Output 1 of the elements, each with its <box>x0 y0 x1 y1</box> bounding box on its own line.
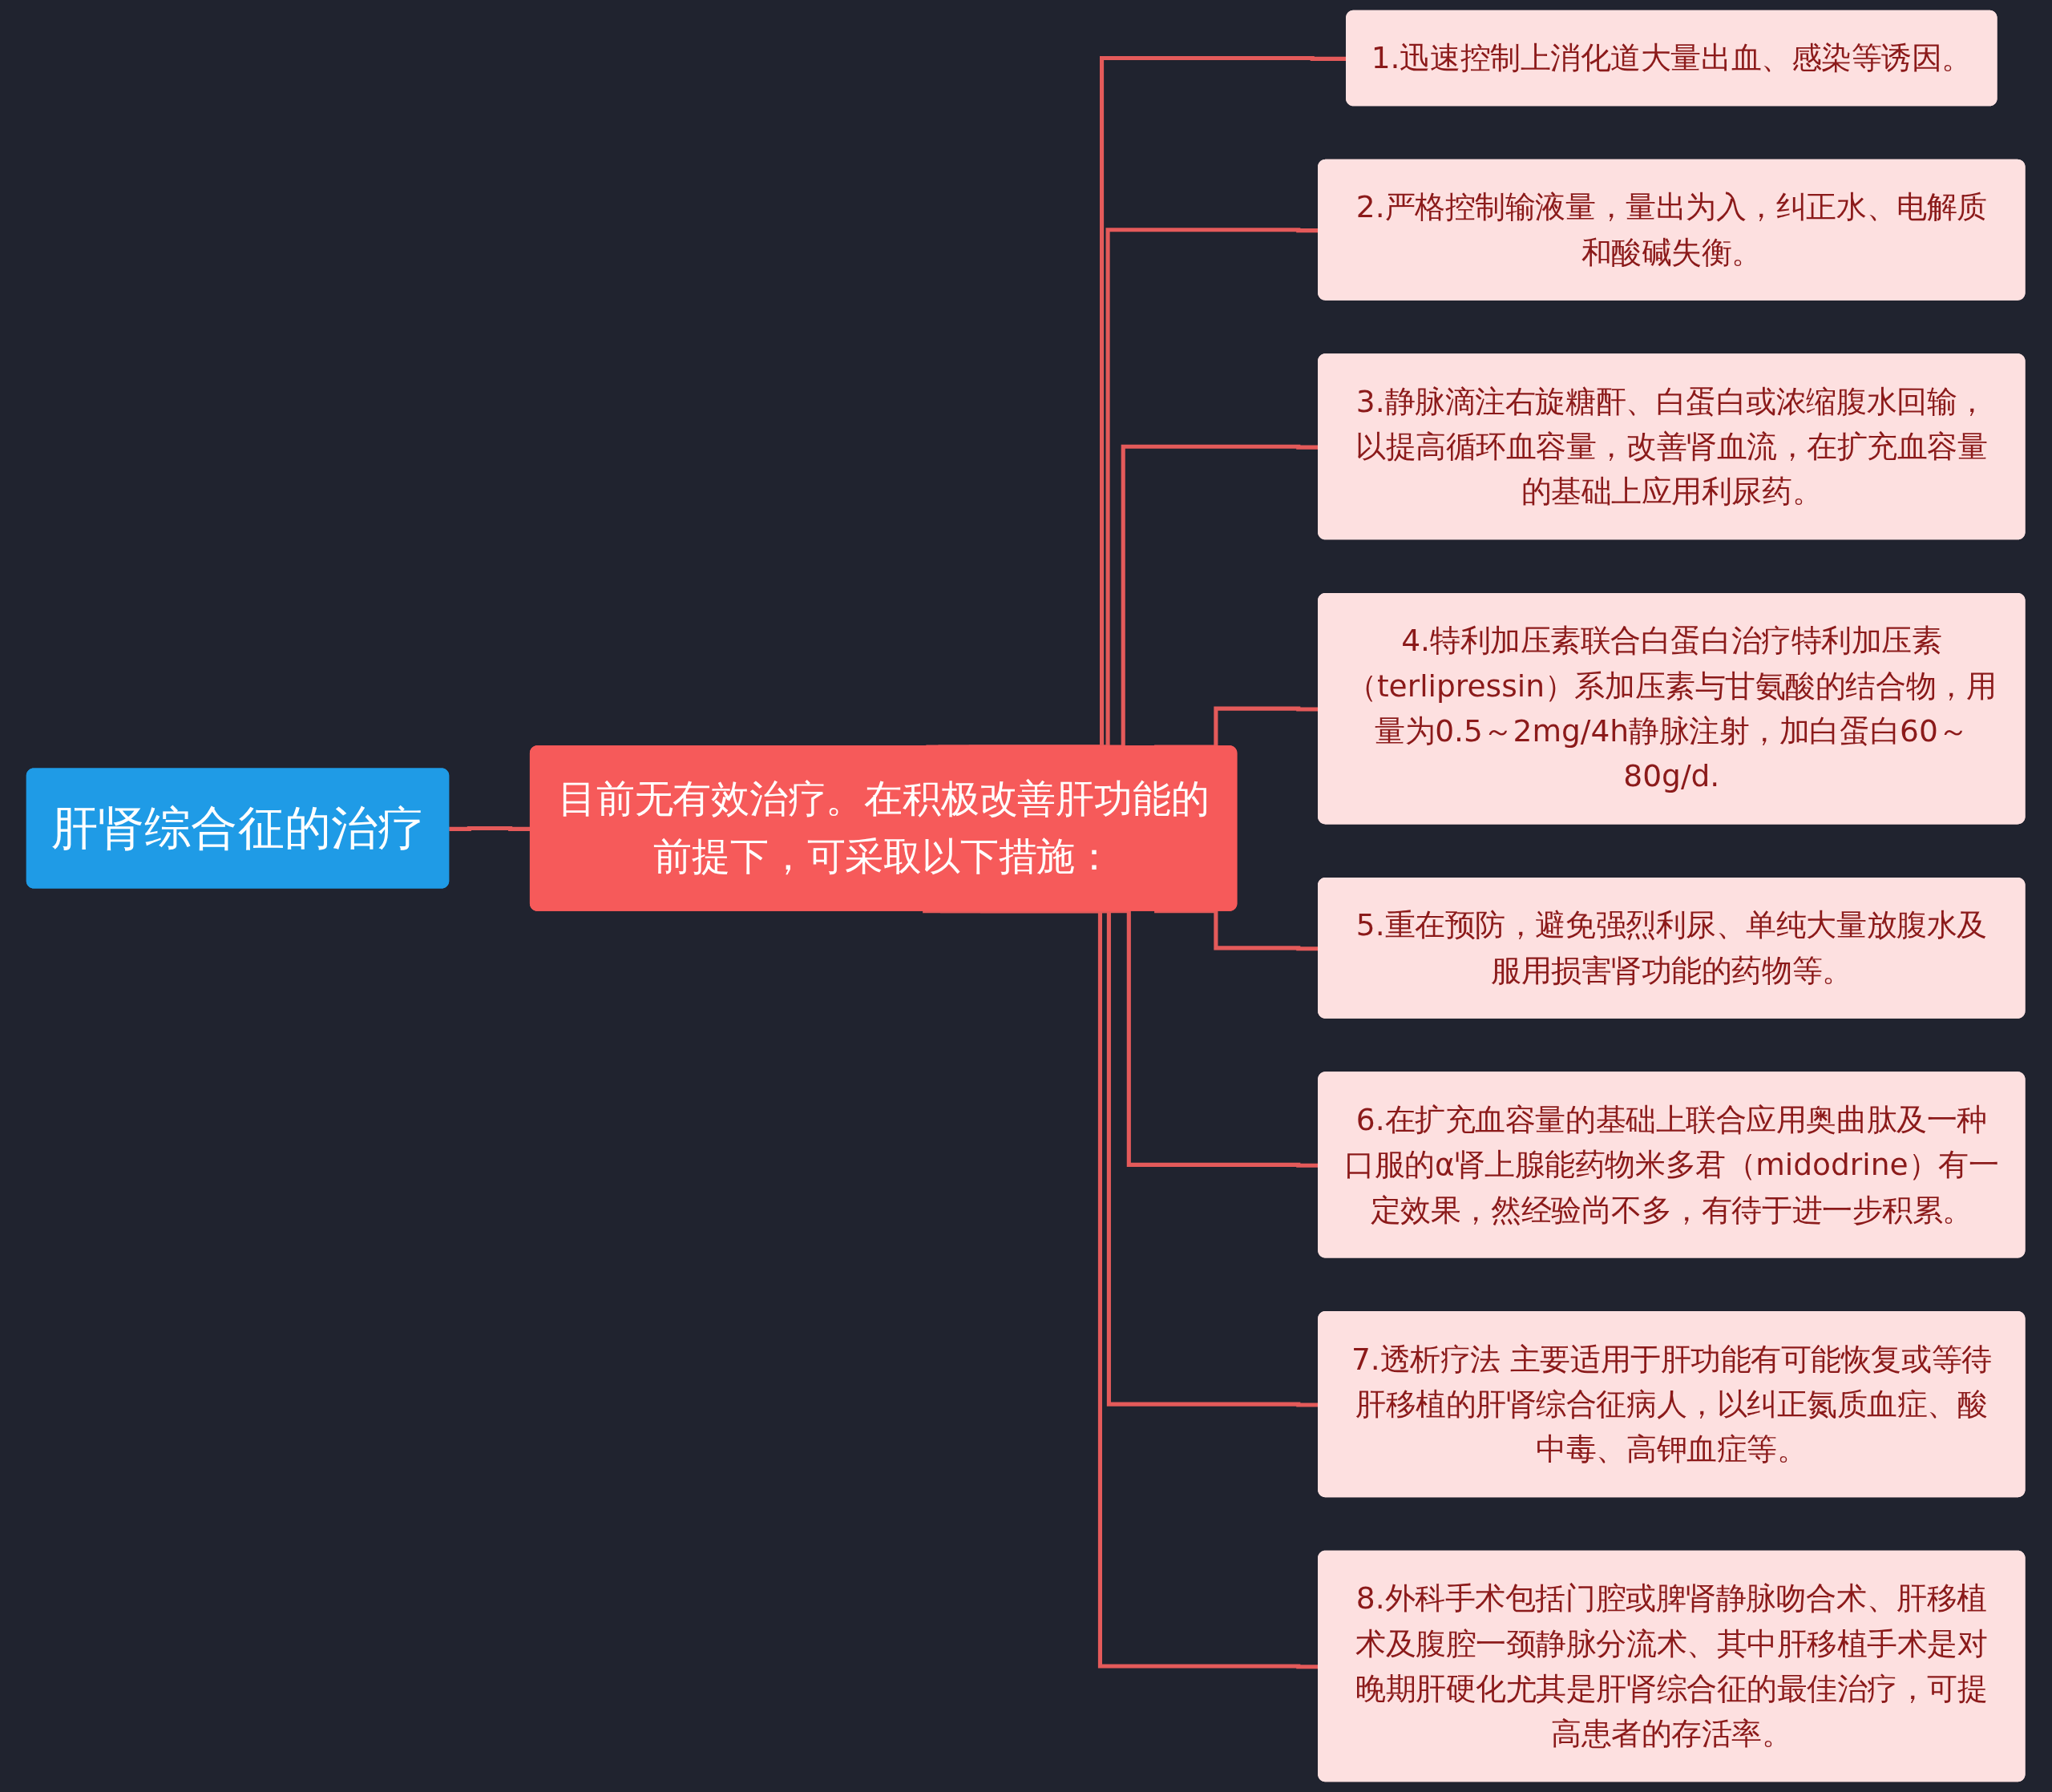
connector <box>449 825 531 831</box>
